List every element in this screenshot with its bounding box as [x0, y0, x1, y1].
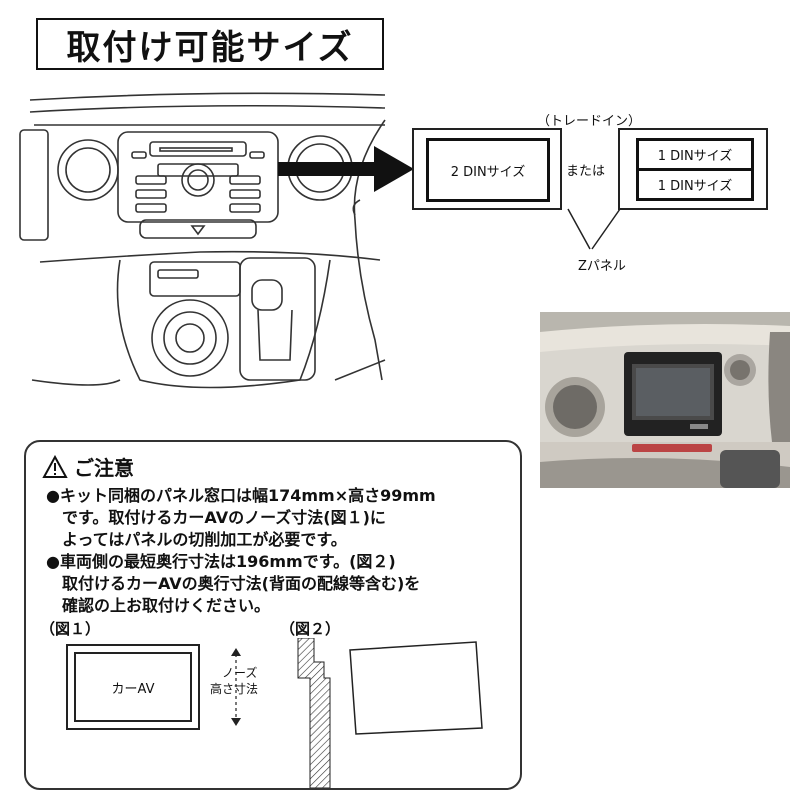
zpanel-pointer-lines [567, 208, 621, 250]
caution-title-text: ご注意 [74, 456, 134, 480]
caution-line-3: よってはパネルの切削加工が必要です。 [46, 530, 347, 549]
caution-title: ご注意 [42, 452, 134, 481]
opening-1din-bottom: 1 DINサイズ [636, 168, 754, 201]
caution-line-2: です。取付けるカーAVのノーズ寸法(図１)に [46, 508, 386, 527]
fig2-label: （図２） [280, 620, 341, 638]
arrow-right-icon [278, 146, 414, 192]
panel-1din-top-label: 1 DINサイズ [657, 149, 733, 164]
opening-2din: 2 DINサイズ [426, 138, 550, 202]
caution-box: ご注意 ●キット同梱のパネル窓口は幅174mm×高さ99mm です。取付けるカー… [24, 440, 522, 790]
panel-2din-label: 2 DINサイズ [450, 164, 526, 180]
fig2-depth-diagram [297, 638, 483, 788]
caution-line-4: ●車両側の最短奥行寸法は196mmです。(図２) [46, 552, 396, 571]
caution-line-1: ●キット同梱のパネル窓口は幅174mm×高さ99mm [46, 486, 436, 505]
z-panel-1din: 1 DINサイズ 1 DINサイズ [618, 128, 768, 210]
fig1-label: （図１） [40, 620, 101, 638]
opening-1din-top: 1 DINサイズ [636, 138, 754, 171]
fig1-car-av-inner: カーAV [74, 652, 192, 722]
fig1-car-av-outer: カーAV [66, 644, 200, 730]
nose-height-dimension [231, 648, 241, 726]
warning-icon [42, 454, 68, 478]
caution-line-6: 確認の上お取付けください。 [46, 596, 271, 615]
or-label: または [566, 164, 606, 179]
dashboard-illustration [19, 92, 386, 389]
z-panel-2din: 2 DINサイズ [412, 128, 562, 210]
installed-photo [540, 312, 790, 488]
caution-line-5: 取付けるカーAVの奥行寸法(背面の配線等含む)を [46, 574, 421, 593]
title-box: 取付け可能サイズ [36, 18, 384, 70]
car-av-label: カーAV [111, 681, 155, 697]
page-title: 取付け可能サイズ [66, 27, 354, 68]
nose-label-1: ノーズ [222, 666, 258, 680]
zpanel-label: Zパネル [578, 259, 626, 274]
tradein-label: （トレードイン） [537, 114, 642, 129]
panel-1din-bottom-label: 1 DINサイズ [657, 179, 733, 194]
nose-label-2: 高さ寸法 [210, 682, 259, 696]
